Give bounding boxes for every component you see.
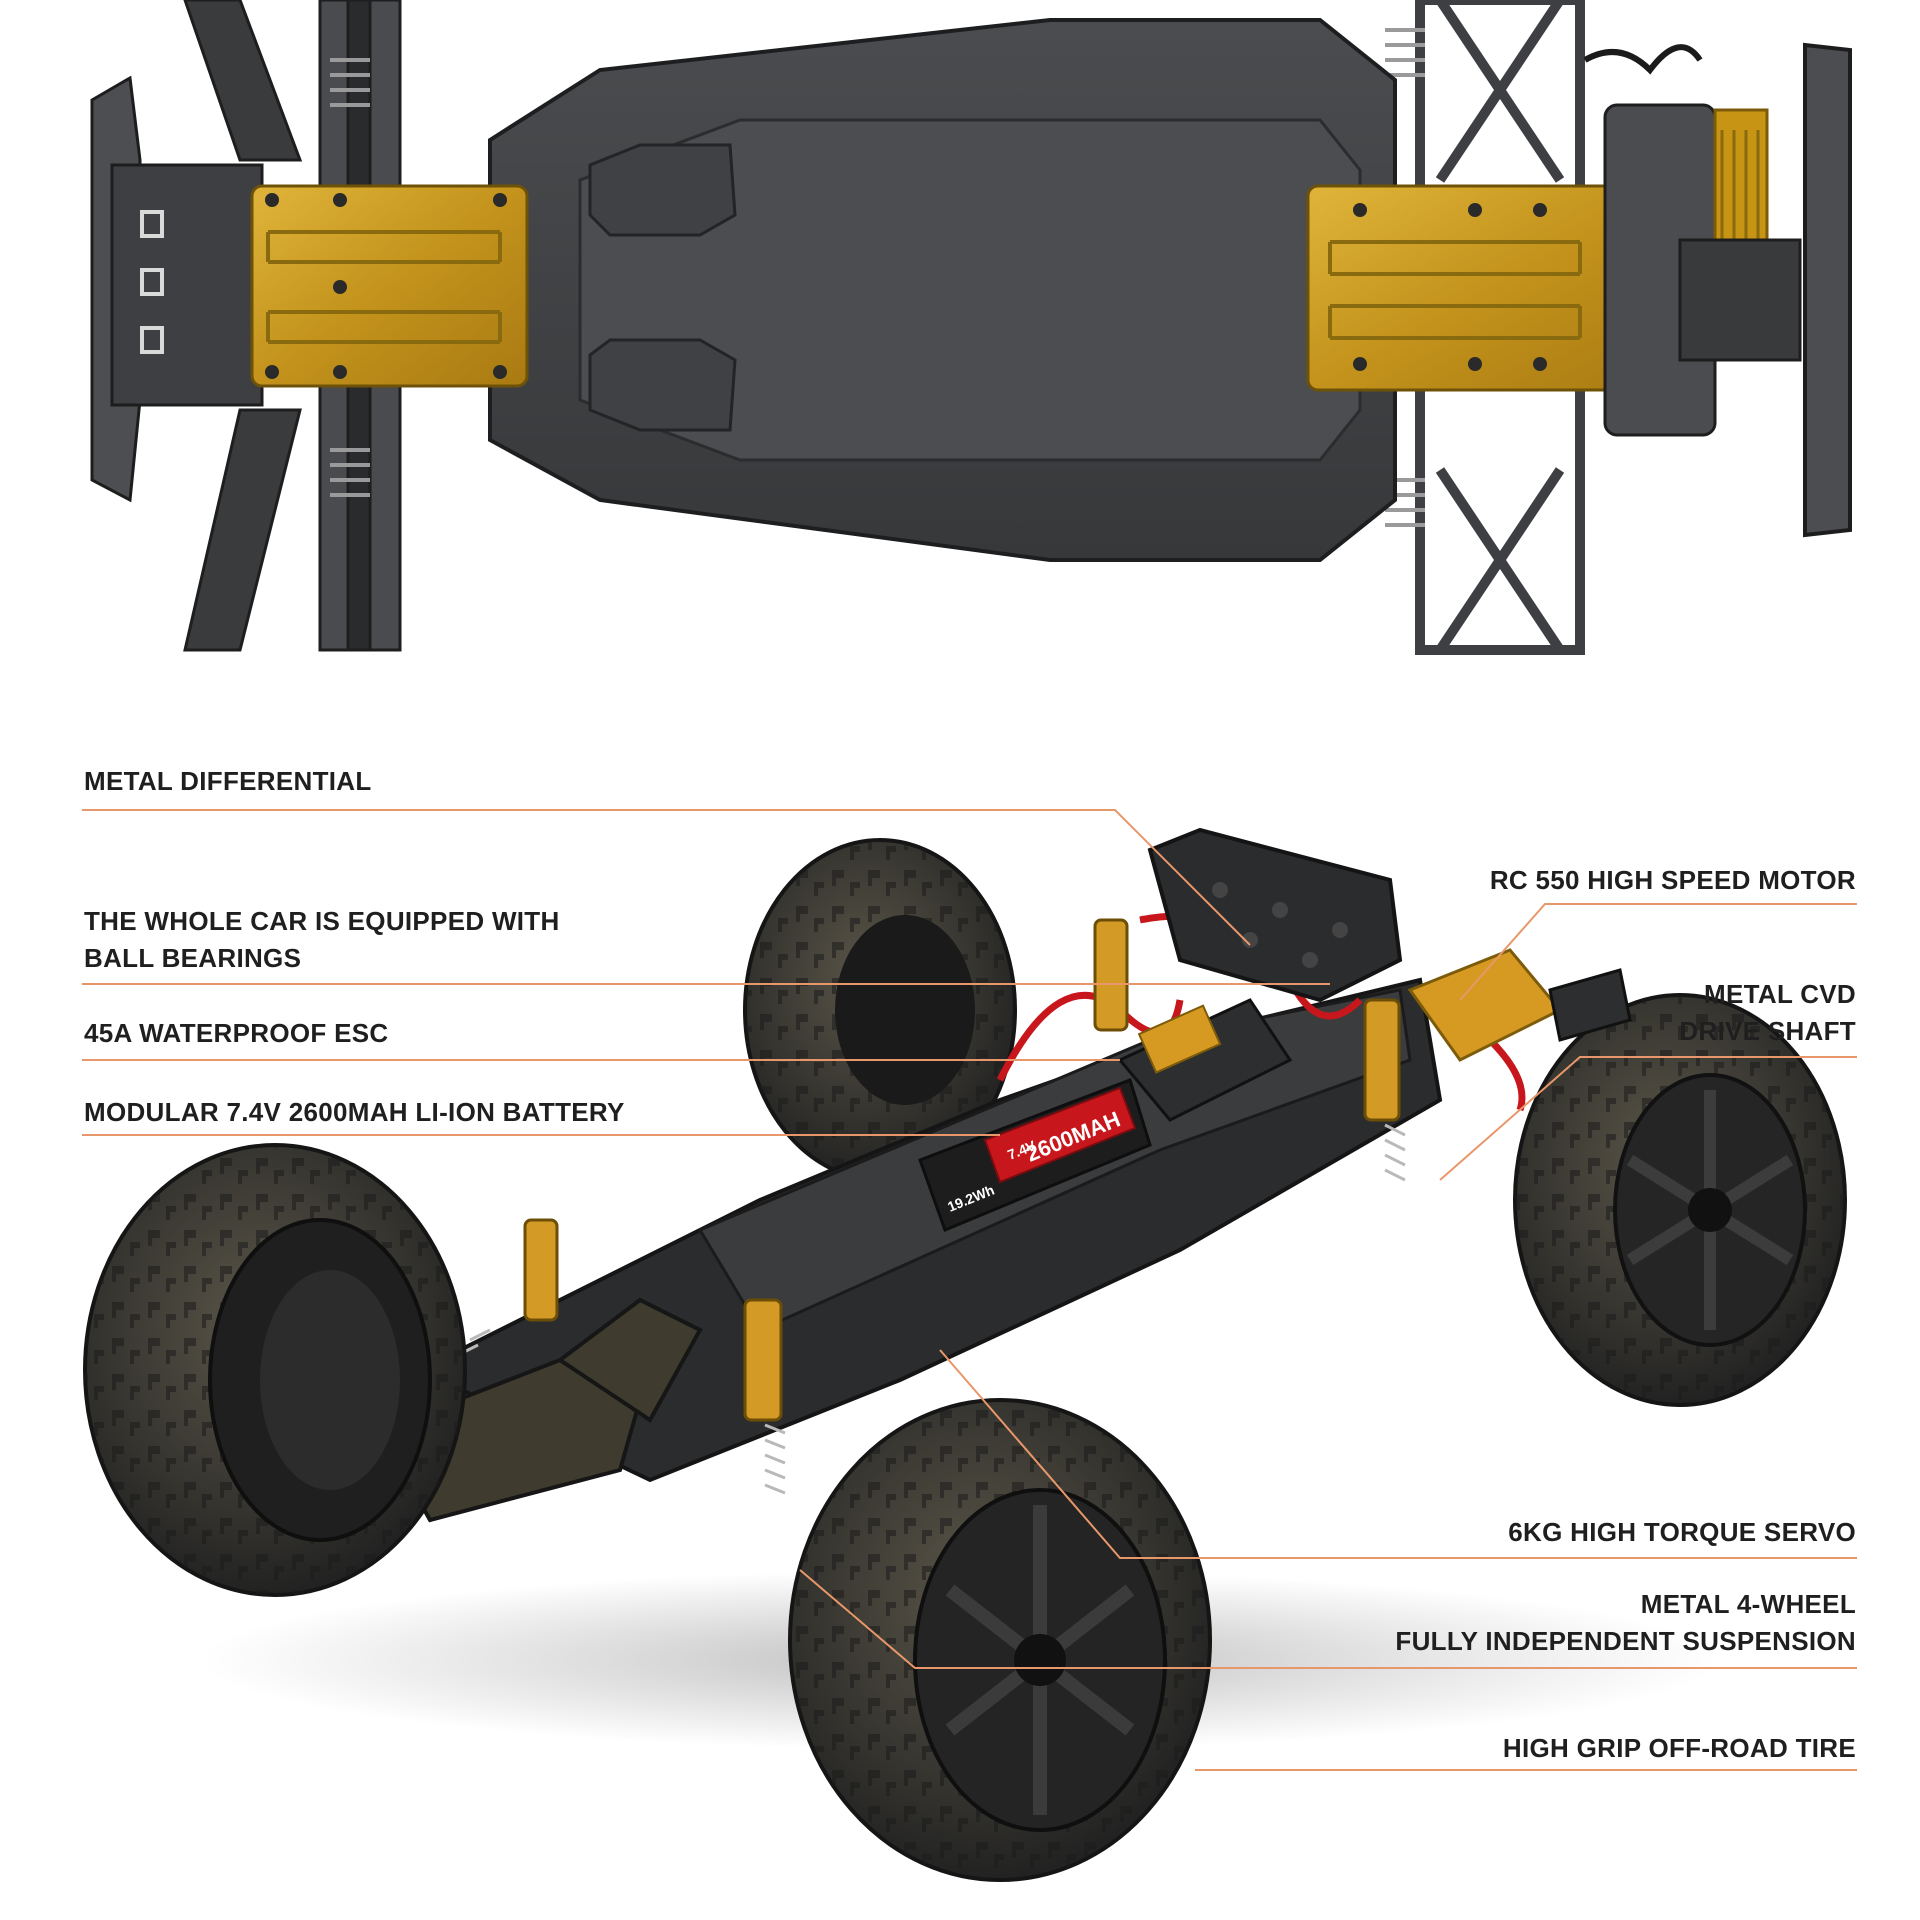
callout-suspension: METAL 4-WHEEL FULLY INDEPENDENT SUSPENSI… [1395,1586,1856,1660]
shock-springs [330,28,1425,527]
callout-text: BALL BEARINGS [84,943,302,973]
callout-tire: HIGH GRIP OFF-ROAD TIRE [1503,1730,1856,1767]
rc-truck-illustration: 7.4V 2600MAH 19.2Wh [83,827,1847,1882]
leader-metal-differential [82,809,1251,946]
callout-motor: RC 550 HIGH SPEED MOTOR [1490,862,1856,899]
esc-unit [1117,998,1293,1122]
tire-rear-right [1513,993,1847,1407]
callout-text: HIGH GRIP OFF-ROAD TIRE [1502,1733,1856,1763]
leader-motor [1459,903,1857,1001]
callout-metal-differential: METAL DIFFERENTIAL [84,763,372,800]
chassis-bottom-view [90,0,1852,655]
callout-ball-bearings: THE WHOLE CAR IS EQUIPPED WITH BALL BEAR… [84,903,560,977]
front-skid-plate [250,184,529,388]
motor-assembly [1583,44,1802,437]
rear-shock-tower [1147,827,1403,1003]
callout-esc: 45A WATERPROOF ESC [84,1015,388,1052]
callout-text: RC 550 HIGH SPEED MOTOR [1489,865,1856,895]
tire-rear-left [743,838,1017,1182]
callout-text: FULLY INDEPENDENT SUSPENSION [1395,1626,1856,1656]
callout-text: METAL DIFFERENTIAL [84,766,372,796]
callout-servo: 6KG HIGH TORQUE SERVO [1508,1514,1856,1551]
callout-battery: MODULAR 7.4V 2600MAH LI-ION BATTERY [84,1094,625,1131]
callout-text: MODULAR 7.4V 2600MAH LI-ION BATTERY [84,1097,625,1127]
tire-front-right [788,1398,1212,1882]
callout-text: DRIVE SHAFT [1679,1016,1856,1046]
rear-wing [1803,42,1852,538]
callout-text: THE WHOLE CAR IS EQUIPPED WITH [84,906,560,936]
callout-text: 6KG HIGH TORQUE SERVO [1508,1517,1856,1547]
motor [1407,948,1632,1062]
leader-suspension [799,1569,1857,1669]
callout-text: METAL 4-WHEEL [1640,1589,1856,1619]
callout-text: 45A WATERPROOF ESC [84,1018,389,1048]
leader-cvd-shaft [1439,1056,1857,1181]
leader-lines [82,809,1857,1771]
battery-pack: 7.4V 2600MAH 19.2Wh [918,1078,1152,1232]
callout-cvd-shaft: METAL CVD DRIVE SHAFT [1679,976,1856,1050]
shocks [433,918,1406,1495]
rear-skid-plate [1306,184,1670,392]
leader-servo [939,1349,1857,1559]
callout-text: METAL CVD [1704,979,1856,1009]
tire-front-left [83,1143,467,1597]
